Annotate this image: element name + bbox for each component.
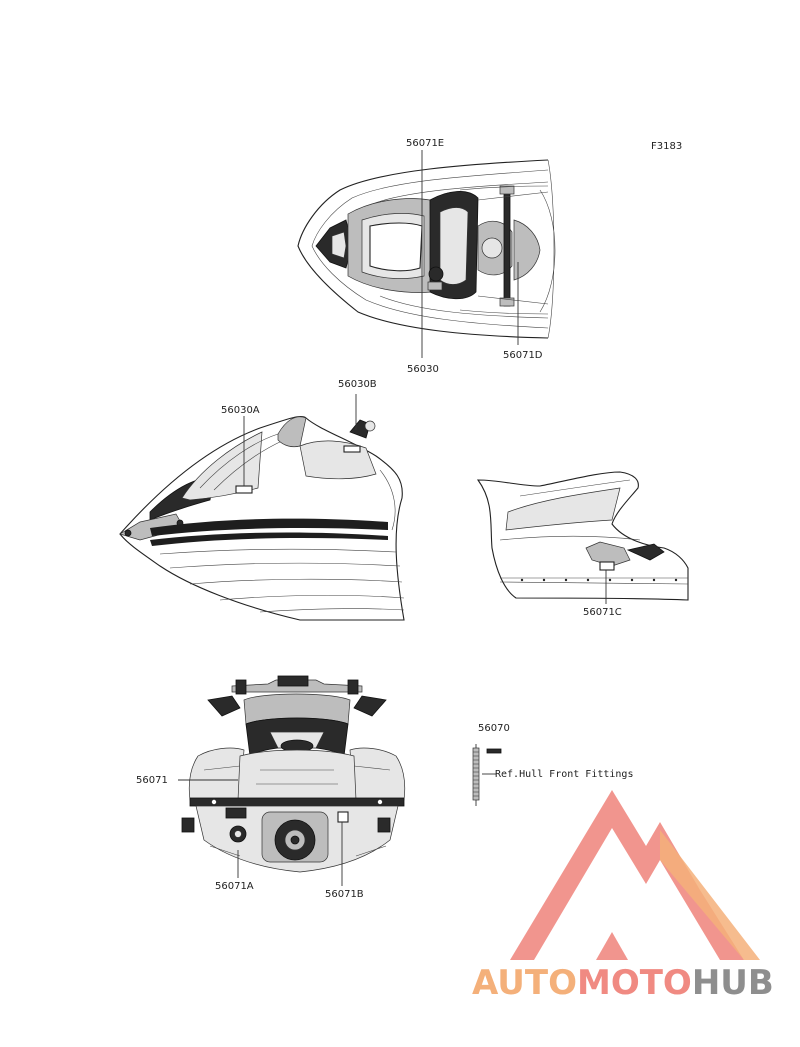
rear-side-view-illustration	[476, 471, 689, 604]
callout-56071d: 56071D	[503, 350, 543, 361]
svg-text:AUTOMOTOHUB: AUTOMOTOHUB	[472, 963, 774, 1003]
front-view-illustration	[178, 675, 406, 886]
callout-56030a: 56030A	[221, 405, 260, 416]
callout-56071b: 56071B	[325, 889, 364, 900]
callout-56030: 56030	[407, 364, 439, 375]
callout-56070: 56070	[478, 723, 510, 734]
figure-code: F3183	[651, 141, 682, 152]
logo-wordmark: AUTOMOTOHUB	[472, 963, 774, 1003]
top-view-illustration	[297, 150, 556, 358]
logo-word-auto: AUTO	[472, 963, 577, 1003]
logo-word-moto: MOTO	[577, 963, 692, 1003]
logo-word-hub: HUB	[692, 963, 774, 1003]
automotohub-logo: AUTOMOTOHUB	[472, 790, 774, 1003]
loose-part-illustration	[472, 744, 502, 806]
callout-56071a: 56071A	[215, 881, 254, 892]
reference-note: Ref.Hull Front Fittings	[495, 769, 633, 780]
callout-56071c: 56071C	[583, 607, 622, 618]
side-view-illustration	[119, 394, 405, 621]
callout-56071: 56071	[136, 775, 168, 786]
callout-56071e: 56071E	[406, 138, 444, 149]
callout-56030b: 56030B	[338, 379, 377, 390]
